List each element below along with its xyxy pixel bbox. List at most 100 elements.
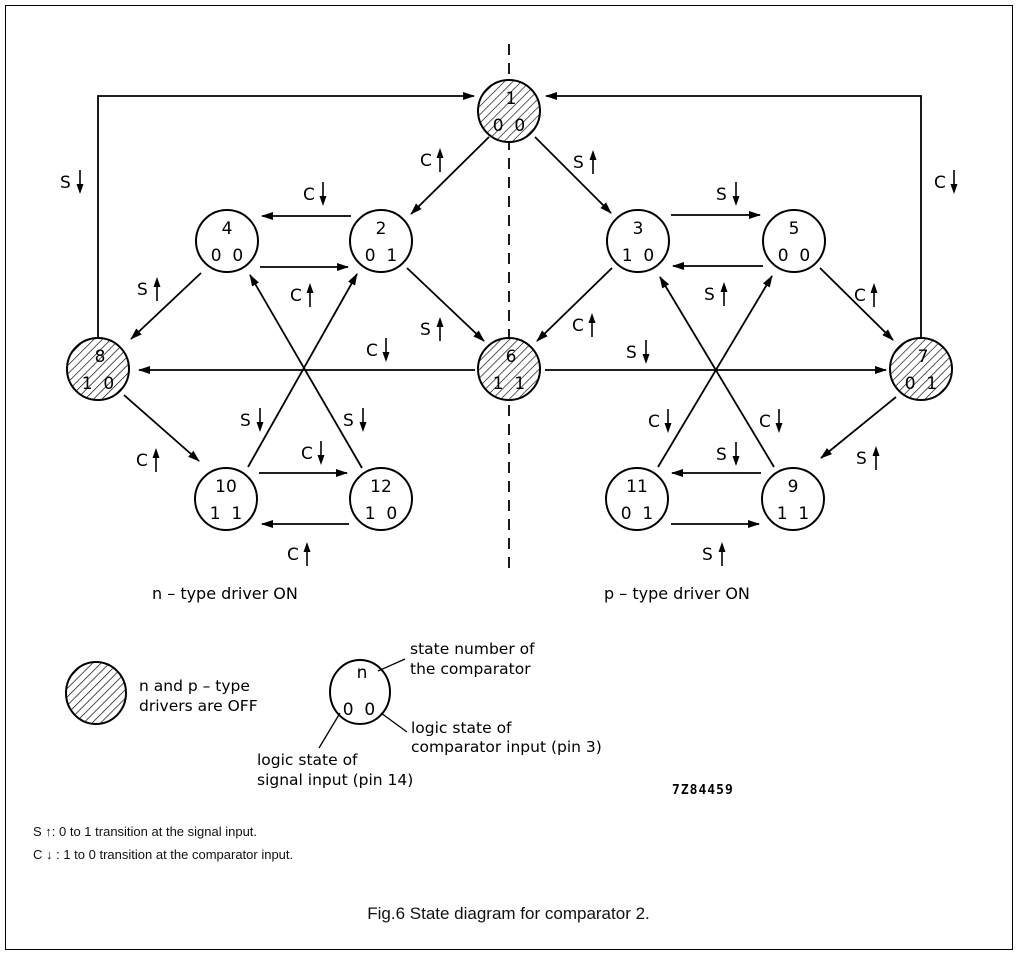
edge-label-letter: S bbox=[626, 343, 637, 363]
edge-label-letter: S bbox=[704, 285, 715, 305]
state-node-8: 81 0 bbox=[66, 337, 130, 401]
state-logic-bits: 1 0 bbox=[365, 504, 397, 524]
state-number: 11 bbox=[626, 477, 648, 497]
legend-key: n 0 0 state number of the comparator log… bbox=[257, 640, 602, 789]
state-number: 8 bbox=[95, 347, 106, 367]
edge-label-letter: S bbox=[240, 411, 251, 431]
state-number: 3 bbox=[633, 219, 644, 239]
edge-label-letter: S bbox=[856, 449, 867, 469]
arrow-up-icon bbox=[153, 277, 161, 301]
edge-label-3-to-6: C bbox=[572, 313, 596, 337]
edge-label-letter: S bbox=[343, 411, 354, 431]
legend-hatched-circle bbox=[65, 661, 127, 725]
state-number: 12 bbox=[370, 477, 392, 497]
edge-label-8-to-10: C bbox=[136, 448, 160, 472]
leader-comparator bbox=[380, 712, 408, 733]
edge-1-to-2 bbox=[410, 136, 490, 215]
state-number: 6 bbox=[506, 347, 517, 367]
edge-label-11-to-5: C bbox=[648, 409, 672, 433]
state-node-3: 31 0 bbox=[606, 209, 670, 273]
arrow-up-icon bbox=[306, 283, 314, 307]
state-number: 7 bbox=[918, 347, 929, 367]
arrow-up-icon bbox=[872, 446, 880, 470]
figure-code: 7Z84459 bbox=[672, 783, 734, 798]
state-node-2: 20 1 bbox=[349, 209, 413, 273]
edge-label-letter: S bbox=[702, 545, 713, 565]
edge-9-to-3 bbox=[659, 276, 775, 468]
legend-signal-2: signal input (pin 14) bbox=[257, 771, 413, 789]
arrow-up-icon bbox=[870, 283, 878, 307]
edge-label-letter: S bbox=[716, 185, 727, 205]
state-circle bbox=[605, 467, 669, 531]
edge-8-to-10 bbox=[123, 394, 200, 462]
state-circle bbox=[762, 209, 826, 273]
nodes-layer: 10 020 131 040 050 061 170 181 091 1101 … bbox=[66, 79, 953, 531]
hatched-state-circle bbox=[477, 337, 541, 401]
arrow-down-icon bbox=[76, 170, 84, 194]
state-logic-bits: 1 1 bbox=[777, 504, 809, 524]
edge-label-letter: C bbox=[366, 341, 378, 361]
edge-label-2-to-4: C bbox=[303, 182, 327, 206]
edge-label-10-to-12: C bbox=[301, 441, 325, 465]
legend-off-label-2: drivers are OFF bbox=[139, 697, 258, 715]
edge-label-letter: C bbox=[420, 151, 432, 171]
state-logic-bits: 1 1 bbox=[210, 504, 242, 524]
arrow-down-icon bbox=[382, 338, 390, 362]
leader-signal bbox=[318, 712, 341, 749]
legend-comparator-2: comparator input (pin 3) bbox=[411, 738, 602, 756]
legend-state-number-2: the comparator bbox=[410, 660, 531, 678]
edge-label-5-to-3: S bbox=[704, 282, 728, 306]
edge-label-3-to-5: S bbox=[716, 182, 740, 206]
edge-label-letter: C bbox=[854, 286, 866, 306]
state-number: 10 bbox=[215, 477, 237, 497]
arrow-down-icon bbox=[256, 408, 264, 432]
arrow-down-icon bbox=[317, 441, 325, 465]
legend-sample-num: n bbox=[357, 663, 368, 683]
state-node-4: 40 0 bbox=[195, 209, 259, 273]
legend-signal-1: logic state of bbox=[257, 751, 358, 769]
edge-label-8-to-1: S bbox=[60, 170, 84, 194]
legend-sample-bits: 0 0 bbox=[343, 700, 375, 720]
state-node-5: 50 0 bbox=[762, 209, 826, 273]
state-node-7: 70 1 bbox=[889, 337, 953, 401]
region-label-n-type: n – type driver ON bbox=[152, 584, 298, 603]
edge-label-letter: S bbox=[420, 320, 431, 340]
state-logic-bits: 0 1 bbox=[621, 504, 653, 524]
edge-4-to-8 bbox=[130, 272, 202, 340]
edge-label-letter: C bbox=[290, 286, 302, 306]
state-logic-bits: 0 1 bbox=[365, 246, 397, 266]
arrow-up-icon bbox=[303, 542, 311, 566]
edge-label-letter: C bbox=[303, 185, 315, 205]
arrow-up-icon bbox=[588, 313, 596, 337]
state-logic-bits: 1 0 bbox=[622, 246, 654, 266]
edge-label-letter: S bbox=[60, 173, 71, 193]
arrow-down-icon bbox=[732, 442, 740, 466]
edge-label-2-to-6: S bbox=[420, 317, 444, 341]
edges-layer bbox=[97, 92, 922, 528]
edge-label-11-to-9: S bbox=[702, 542, 726, 566]
state-node-12: 121 0 bbox=[349, 467, 413, 531]
state-logic-bits: 0 0 bbox=[493, 116, 525, 136]
edge-label-9-to-11: S bbox=[716, 442, 740, 466]
state-circle bbox=[349, 467, 413, 531]
edge-label-letter: C bbox=[572, 316, 584, 336]
legend-off: n and p – type drivers are OFF bbox=[65, 661, 258, 725]
edge-5-to-7 bbox=[819, 267, 894, 341]
arrow-up-icon bbox=[436, 148, 444, 172]
state-node-6: 61 1 bbox=[477, 337, 541, 401]
edge-10-to-2 bbox=[247, 273, 358, 468]
edge-7-to-1 bbox=[545, 92, 922, 337]
state-logic-bits: 0 0 bbox=[211, 246, 243, 266]
legend-sample-circle bbox=[329, 659, 391, 725]
state-logic-bits: 1 1 bbox=[493, 374, 525, 394]
region-label-p-type: p – type driver ON bbox=[604, 584, 750, 603]
note-s-up: S ↑: 0 to 1 transition at the signal inp… bbox=[33, 824, 258, 839]
hatched-state-circle bbox=[889, 337, 953, 401]
state-circle bbox=[194, 467, 258, 531]
legend-comparator-1: logic state of bbox=[411, 719, 512, 737]
edge-label-letter: C bbox=[934, 173, 946, 193]
state-logic-bits: 1 0 bbox=[82, 374, 114, 394]
edge-1-to-3 bbox=[534, 136, 612, 214]
